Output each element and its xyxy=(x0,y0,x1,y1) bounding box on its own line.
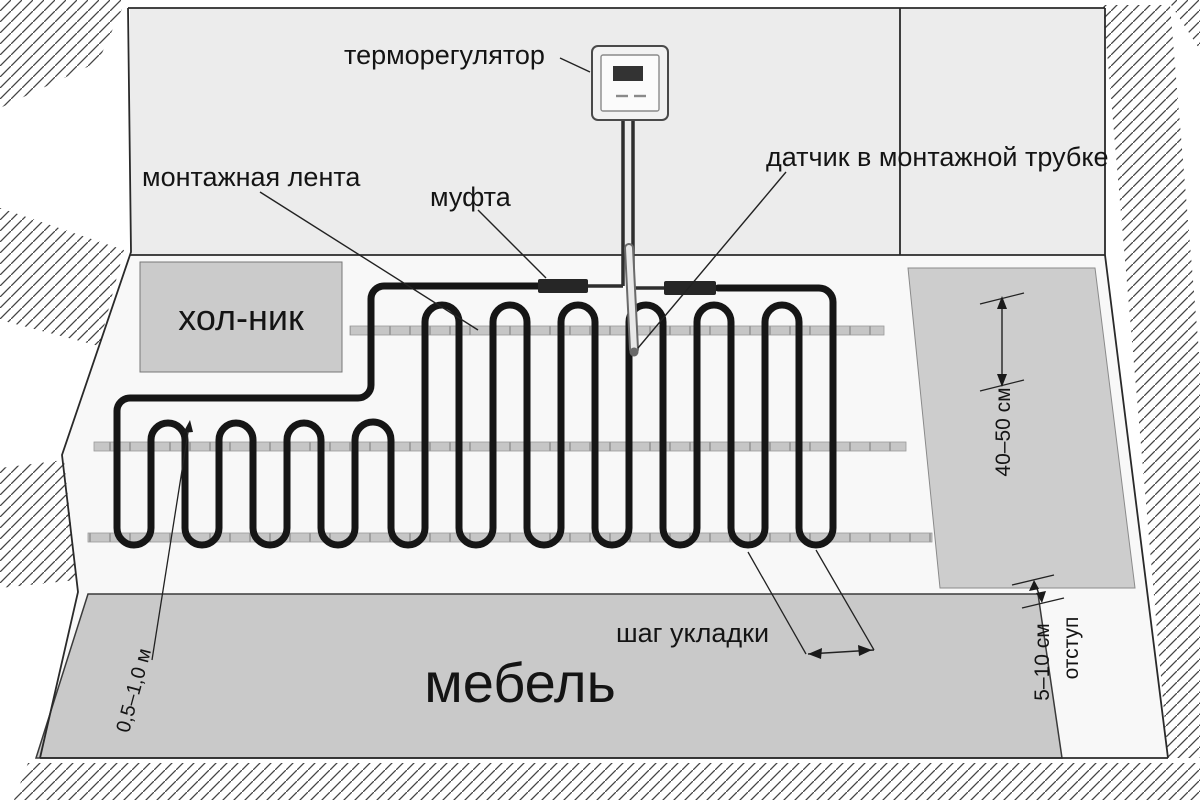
label-sensor-tube: датчик в монтажной трубке xyxy=(766,142,1108,172)
thermostat-display xyxy=(613,66,643,81)
coupling-sleeve xyxy=(664,281,716,295)
dimension-row-spacing xyxy=(979,292,1025,392)
label-thermostat: терморегулятор xyxy=(344,40,545,70)
label-furniture: мебель xyxy=(424,651,616,714)
leader-lines xyxy=(259,57,787,349)
fridge-block xyxy=(139,261,343,373)
label-fridge: хол-ник xyxy=(178,297,304,338)
dimension-left-distance xyxy=(151,420,193,661)
leader-line xyxy=(637,171,787,349)
leader-line xyxy=(477,209,547,279)
coupling-sleeve xyxy=(538,279,588,293)
dimension-laying-step xyxy=(747,549,875,659)
mounting-tape-strip xyxy=(93,441,907,452)
label-dim-offset-value: 5–10 см xyxy=(1031,623,1054,701)
label-laying-step: шаг укладки xyxy=(616,618,769,648)
mounting-tape-strips xyxy=(87,325,933,543)
label-dim-row-spacing: 40–50 см xyxy=(992,387,1015,476)
label-coupling: муфта xyxy=(430,182,512,212)
mounting-tape-strip xyxy=(349,325,885,336)
room-edges xyxy=(39,7,1169,759)
label-mounting-tape: монтажная лента xyxy=(142,162,361,192)
leader-line xyxy=(559,57,591,73)
leader-line xyxy=(259,191,479,331)
sensor-tube xyxy=(624,243,639,357)
thermostat-device xyxy=(591,45,669,121)
sensor-tip xyxy=(629,347,639,357)
dimension-offset xyxy=(1011,574,1065,609)
heating-cable xyxy=(113,282,837,549)
offset-zone xyxy=(907,267,1136,589)
mounting-tape-strip xyxy=(87,532,933,543)
label-dim-offset-word: отступ xyxy=(1060,617,1083,680)
